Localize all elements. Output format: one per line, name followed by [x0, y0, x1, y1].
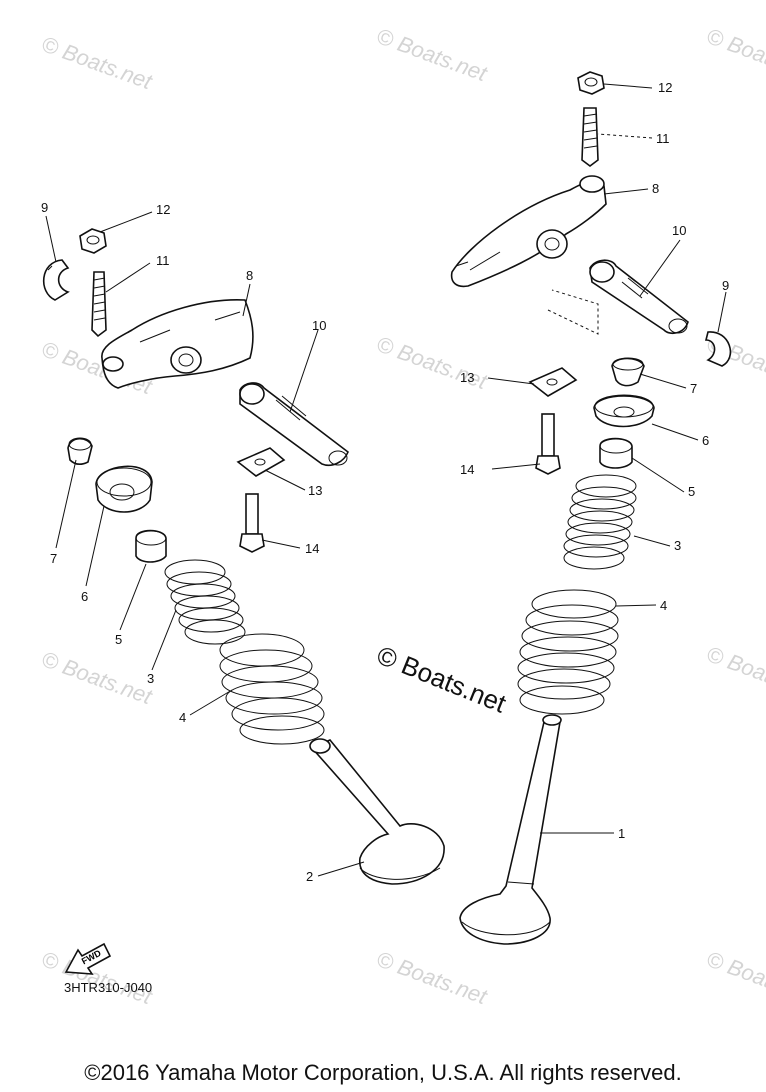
callout-right-4: 4: [660, 598, 667, 613]
callout-left-6: 6: [81, 589, 88, 604]
left-assembly: [42, 228, 445, 885]
callout-left-13: 13: [308, 483, 322, 498]
watermark: © Boats.net: [38, 646, 156, 709]
bolt-icon: [535, 413, 561, 475]
alignment-guide: [547, 289, 599, 335]
valve-seal-icon: [135, 529, 167, 563]
callout-left-7: 7: [50, 551, 57, 566]
callout-left-2: 2: [306, 869, 313, 884]
callout-right-13: 13: [460, 370, 474, 385]
callout-left-8: 8: [246, 268, 253, 283]
valve-seal-icon: [599, 437, 633, 469]
leader-lines: [45, 83, 727, 877]
nut-icon: [79, 228, 107, 254]
circlip-icon: [704, 331, 732, 367]
callout-right-12: 12: [658, 80, 672, 95]
outer-valve-spring-icon: [219, 633, 325, 745]
callout-left-12: 12: [156, 202, 170, 217]
callout-left-3: 3: [147, 671, 154, 686]
rocker-arm-icon: [450, 175, 607, 288]
callout-left-14: 14: [305, 541, 319, 556]
callout-right-3: 3: [674, 538, 681, 553]
bolt-icon: [239, 493, 265, 553]
watermark: © Boats.net: [703, 946, 766, 1009]
rocker-shaft-icon: [239, 382, 349, 467]
right-assembly: [450, 71, 732, 945]
callout-left-10: 10: [312, 318, 326, 333]
watermark: © Boats.net: [703, 641, 766, 704]
outer-valve-spring-icon: [517, 589, 619, 715]
rocker-arm-icon: [101, 299, 254, 389]
spring-retainer-icon: [593, 394, 655, 428]
callout-right-6: 6: [702, 433, 709, 448]
callout-right-7: 7: [690, 381, 697, 396]
callout-right-8: 8: [652, 181, 659, 196]
rocker-shaft-icon: [589, 259, 689, 335]
callout-labels: 9 12 11 8 10 13 14 7 6 5 3 4 2 12 11 8 1…: [41, 80, 729, 884]
inner-valve-spring-icon: [164, 559, 246, 645]
callout-right-14: 14: [460, 462, 474, 477]
lock-plate-icon: [236, 447, 286, 477]
callout-left-4: 4: [179, 710, 186, 725]
adjusting-screw-icon: [581, 107, 599, 167]
spring-retainer-icon: [95, 465, 153, 513]
watermark: © Boats.net: [373, 946, 491, 1009]
center-watermark: © Boats.net: [373, 640, 511, 719]
lock-plate-icon: [528, 367, 578, 397]
callout-left-9: 9: [41, 200, 48, 215]
valve-cotter-icon: [67, 437, 93, 465]
callout-left-5: 5: [115, 632, 122, 647]
intake-valve-icon: [459, 714, 562, 945]
callout-right-5: 5: [688, 484, 695, 499]
nut-icon: [577, 71, 605, 95]
diagram-code: 3HTR310-J040: [64, 980, 152, 995]
watermark: © Boats.net: [373, 23, 491, 86]
callout-right-1: 1: [618, 826, 625, 841]
watermark: © Boats.net: [703, 23, 766, 86]
exhaust-valve-icon: [309, 738, 445, 885]
callout-right-9: 9: [722, 278, 729, 293]
watermark: © Boats.net: [38, 31, 156, 94]
copyright-notice: ©2016 Yamaha Motor Corporation, U.S.A. A…: [84, 1060, 682, 1085]
callout-right-10: 10: [672, 223, 686, 238]
valve-cotter-icon: [611, 357, 645, 387]
adjusting-screw-icon: [91, 271, 107, 338]
callout-left-11: 11: [156, 253, 170, 268]
circlip-icon: [42, 259, 70, 301]
callout-right-11: 11: [656, 131, 670, 146]
inner-valve-spring-icon: [563, 474, 637, 570]
